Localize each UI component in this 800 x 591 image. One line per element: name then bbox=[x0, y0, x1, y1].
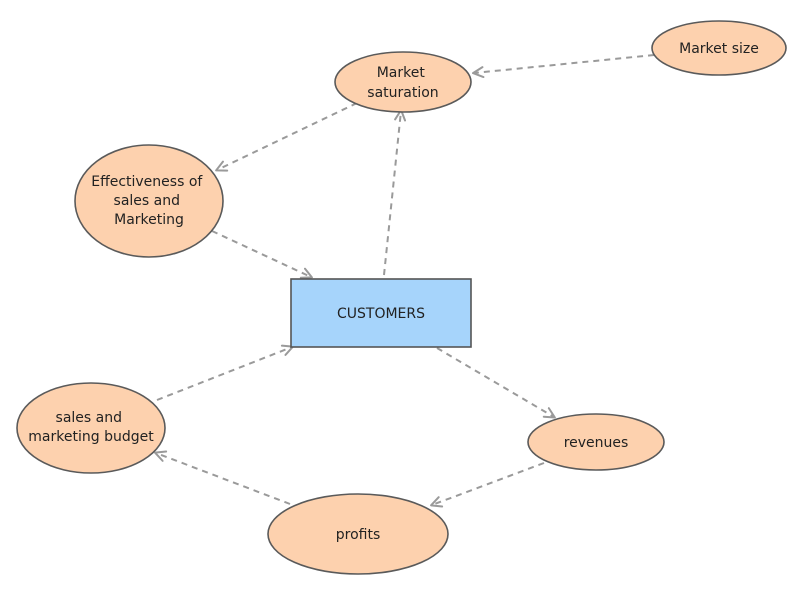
edge-revenues-to-profits bbox=[430, 462, 545, 508]
edge-effectiveness-to-customers bbox=[211, 230, 313, 279]
node-budget: sales and marketing budget bbox=[16, 382, 166, 474]
node-effectiveness: Effectiveness of sales and Marketing bbox=[74, 144, 224, 258]
edge-customers-to-market-saturation bbox=[383, 109, 407, 276]
node-label-line: Effectiveness of bbox=[91, 174, 203, 190]
node-label-line: sales and bbox=[114, 193, 180, 209]
edge-budget-to-customers bbox=[156, 344, 294, 401]
node-budget-label: sales and marketing budget bbox=[28, 410, 154, 445]
node-market-saturation-label: Market saturation bbox=[367, 65, 438, 101]
node-customers-shape bbox=[290, 278, 472, 348]
edge-market-saturation-to-effectiveness bbox=[215, 102, 358, 172]
node-budget-shape bbox=[16, 382, 166, 474]
node-label-line: CUSTOMERS bbox=[337, 306, 425, 322]
edge-customers-to-revenues bbox=[436, 347, 556, 419]
edge-market-size-to-market-saturation bbox=[472, 54, 655, 79]
node-market-saturation-shape bbox=[334, 51, 472, 113]
node-profits: profits bbox=[267, 493, 449, 575]
node-revenues-shape bbox=[527, 413, 665, 471]
node-market-saturation: Market saturation bbox=[334, 51, 472, 113]
edge-profits-to-budget bbox=[154, 450, 291, 505]
node-market-size-label: Market size bbox=[679, 41, 759, 57]
node-customers: CUSTOMERS bbox=[290, 278, 472, 348]
node-effectiveness-shape bbox=[74, 144, 224, 258]
node-label-line: saturation bbox=[367, 85, 438, 101]
node-label-line: Market bbox=[377, 65, 426, 81]
node-effectiveness-label: Effectiveness of sales and Marketing bbox=[91, 174, 207, 228]
node-label-line: Marketing bbox=[114, 212, 184, 228]
node-label-line: marketing budget bbox=[28, 429, 154, 445]
node-profits-shape bbox=[267, 493, 449, 575]
node-label-line: sales and bbox=[56, 410, 122, 426]
node-revenues-label: revenues bbox=[564, 435, 629, 451]
node-market-size-shape bbox=[651, 20, 787, 76]
node-label-line: revenues bbox=[564, 435, 629, 451]
node-label-line: Market size bbox=[679, 41, 759, 57]
node-market-size: Market size bbox=[651, 20, 787, 76]
node-customers-label: CUSTOMERS bbox=[337, 306, 425, 322]
edges bbox=[154, 54, 655, 508]
node-revenues: revenues bbox=[527, 413, 665, 471]
node-label-line: profits bbox=[336, 527, 381, 543]
node-profits-label: profits bbox=[336, 527, 381, 543]
